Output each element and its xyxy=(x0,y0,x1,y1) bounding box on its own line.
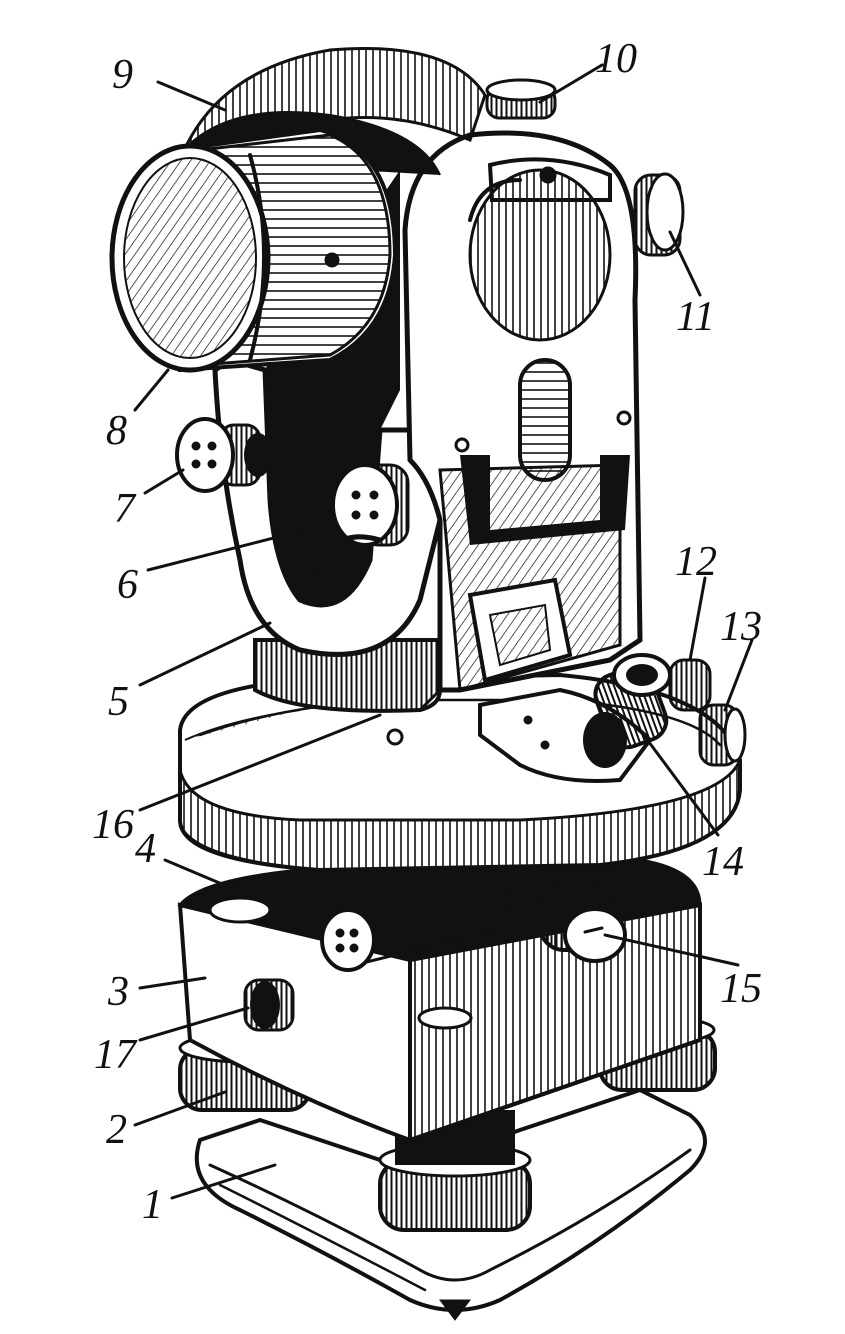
leader-7 xyxy=(143,468,185,495)
callout-8: 8 xyxy=(106,408,127,454)
callout-16: 16 xyxy=(92,802,134,848)
leader-3 xyxy=(138,976,207,990)
leader-17 xyxy=(138,1006,250,1042)
callout-10: 10 xyxy=(595,36,637,82)
leader-2 xyxy=(133,1090,227,1127)
knobs xyxy=(175,78,747,783)
leader-4 xyxy=(163,858,257,900)
leader-9 xyxy=(156,80,227,112)
leader-lines xyxy=(133,63,754,1200)
telescope xyxy=(109,46,487,373)
alidade-standards xyxy=(212,130,643,713)
leader-11 xyxy=(668,230,702,297)
leader-5 xyxy=(138,621,272,687)
callout-labels: 1 2 3 4 5 6 7 8 9 10 11 12 13 14 15 16 1… xyxy=(92,36,762,1228)
callout-4: 4 xyxy=(135,826,156,872)
callout-12: 12 xyxy=(675,539,717,585)
leader-1 xyxy=(170,1163,277,1200)
callout-5: 5 xyxy=(108,679,129,725)
callout-2: 2 xyxy=(106,1107,127,1153)
theodolite-drawing xyxy=(109,46,747,1321)
leader-12 xyxy=(688,576,707,662)
callout-6: 6 xyxy=(117,562,138,608)
callout-7: 7 xyxy=(114,486,137,532)
callout-13: 13 xyxy=(720,604,762,650)
leader-13 xyxy=(723,638,754,712)
leader-6 xyxy=(146,528,307,572)
leader-10 xyxy=(538,63,604,104)
leader-8 xyxy=(133,368,170,412)
leader-14 xyxy=(638,728,720,837)
callout-1: 1 xyxy=(142,1182,163,1228)
callout-3: 3 xyxy=(107,969,129,1015)
callout-14: 14 xyxy=(702,839,744,885)
callout-11: 11 xyxy=(676,294,715,340)
callout-17: 17 xyxy=(94,1032,138,1078)
callout-9: 9 xyxy=(112,52,133,98)
callout-15: 15 xyxy=(720,966,762,1012)
leader-16 xyxy=(138,713,382,812)
leader-15 xyxy=(603,933,740,967)
